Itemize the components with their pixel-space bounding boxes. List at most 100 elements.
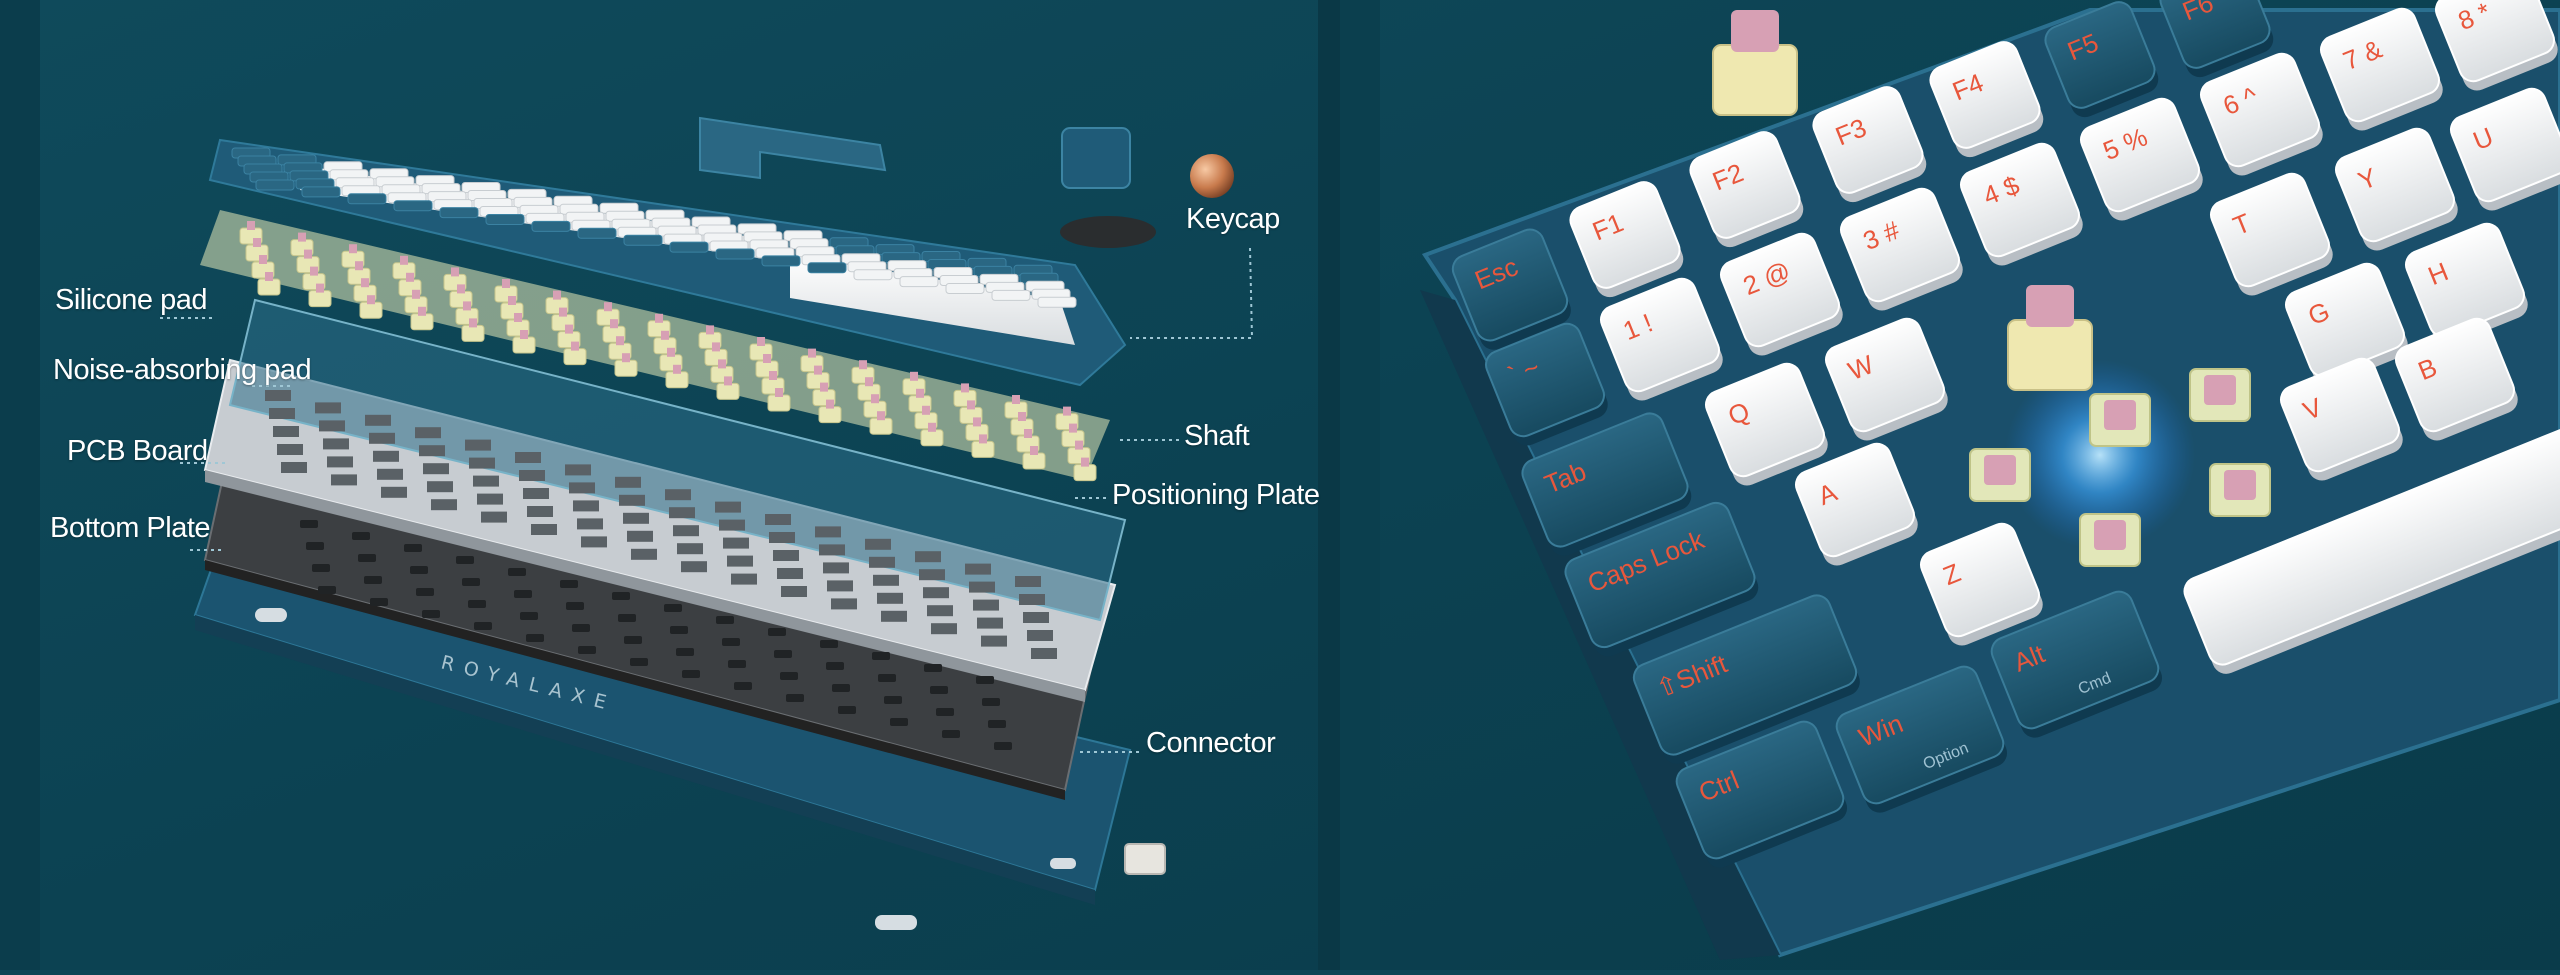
switch — [308, 290, 332, 308]
plate-hole — [527, 506, 553, 517]
plate-hole — [331, 474, 357, 486]
keycap-u: U — [2450, 87, 2560, 211]
pcb-socket — [572, 624, 590, 632]
switch-stem — [412, 289, 420, 299]
pcb-socket — [734, 682, 752, 690]
plate-hole — [1019, 594, 1045, 605]
pcb-socket — [924, 664, 942, 672]
keycap-g: G — [2285, 262, 2408, 386]
plate-hole — [615, 476, 641, 488]
label-positioning-plate: Positioning Plate — [1112, 479, 1320, 511]
switch-stem — [604, 302, 612, 312]
plate-hole — [673, 525, 699, 537]
switch-stem — [304, 249, 312, 259]
plate-hole — [565, 464, 591, 476]
plate-hole — [377, 468, 403, 480]
keycap-four: 4 $ — [1960, 142, 2083, 266]
plate-hole — [773, 550, 799, 561]
label-pcb-board: PCB Board — [67, 435, 208, 467]
switch-stem — [622, 353, 630, 363]
pcb-socket — [768, 628, 786, 636]
label-bottom-plate: Bottom Plate — [50, 512, 211, 544]
keycap-h: H — [2405, 222, 2528, 346]
plate-hole — [523, 488, 549, 499]
switch-stem — [2204, 375, 2236, 405]
plate-hole — [631, 548, 657, 560]
keycap-five: 5 % — [2080, 97, 2203, 221]
switch — [512, 336, 536, 354]
plate-hole — [831, 598, 857, 610]
switch-stem — [565, 324, 573, 334]
keycap-y: Y — [2335, 127, 2458, 251]
plate-hole — [915, 551, 941, 563]
plate-hole — [665, 489, 691, 501]
switch-stem — [610, 319, 618, 329]
switch-stem — [571, 341, 579, 351]
pcb-socket — [566, 602, 584, 610]
pcb-socket — [936, 708, 954, 716]
switch-stem — [775, 388, 783, 397]
switch-stem — [502, 279, 510, 288]
plate-hole — [977, 617, 1003, 629]
plate-hole — [865, 538, 891, 550]
switch — [716, 382, 740, 400]
plate-hole — [669, 507, 695, 519]
pcb-socket — [774, 650, 792, 658]
switch — [869, 417, 893, 435]
plate-hole — [573, 500, 599, 512]
switch-stem — [1018, 412, 1026, 421]
pcb-socket — [786, 694, 804, 702]
usb-dongle — [1124, 843, 1166, 875]
pcb-socket — [358, 554, 376, 562]
plate-hole — [481, 511, 507, 523]
switch — [665, 371, 689, 389]
switch-stem — [1063, 406, 1071, 416]
keycap-tab: Tab — [1521, 412, 1692, 556]
switch — [1073, 464, 1097, 482]
switch-stem — [655, 313, 663, 323]
pcb-socket — [820, 640, 838, 648]
plate-hole — [1031, 648, 1057, 659]
keycap-z: Z — [1920, 522, 2043, 646]
switch-stem — [808, 348, 816, 358]
exploded-keycap — [1037, 296, 1077, 308]
keycap-two: 2 @ — [1720, 232, 1843, 356]
pcb-socket — [370, 598, 388, 606]
plate-hole — [373, 450, 399, 462]
plate-hole — [465, 439, 491, 451]
plate-hole — [569, 482, 595, 494]
plate-hole — [1023, 612, 1049, 623]
plate-hole — [269, 408, 295, 419]
pcb-socket — [578, 646, 596, 654]
plate-hole — [473, 475, 499, 487]
keycap-f2: F2 — [1689, 131, 1804, 248]
switch-stem — [463, 301, 471, 311]
pcb-socket — [832, 684, 850, 692]
switch-stem — [763, 354, 771, 363]
pcb-socket — [664, 604, 682, 612]
switch-stem — [514, 313, 522, 322]
switch-stem — [910, 371, 918, 381]
exploded-keycap — [393, 200, 433, 212]
plate-hole — [873, 574, 899, 586]
exploded-keycap — [531, 220, 571, 232]
keycap-b: B — [2395, 317, 2518, 441]
pcb-socket — [618, 614, 636, 622]
pcb-socket — [520, 612, 538, 620]
switch-stem — [1024, 429, 1032, 438]
switch-stem — [1069, 423, 1077, 433]
pcb-socket — [312, 564, 330, 572]
plate-hole — [731, 573, 757, 585]
switch-stem — [757, 337, 765, 346]
switch — [920, 429, 944, 447]
switch — [359, 301, 383, 319]
switch-stem — [1731, 10, 1779, 52]
switch-stem — [259, 255, 267, 264]
pcb-socket — [514, 590, 532, 598]
plate-hole — [419, 445, 445, 457]
switch-stem — [253, 238, 261, 247]
plate-hole — [827, 580, 853, 592]
keycap-w: W — [1825, 317, 1948, 441]
pcb-socket — [612, 592, 630, 600]
